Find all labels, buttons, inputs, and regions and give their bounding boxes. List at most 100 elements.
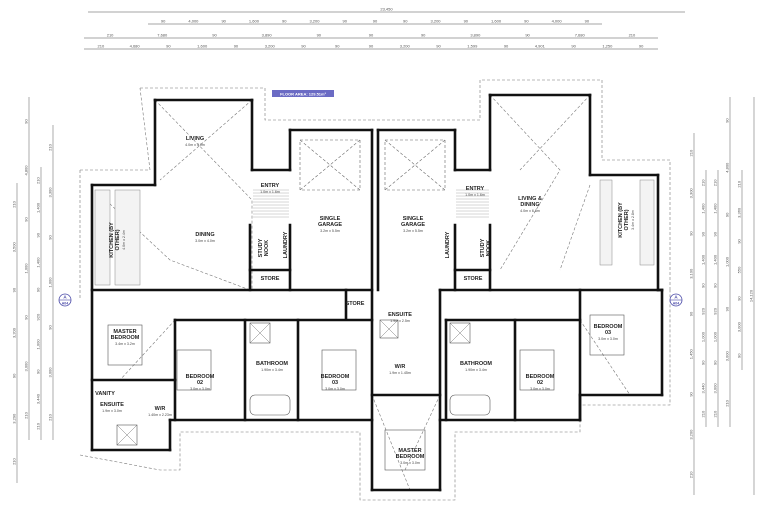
dimension-label: 210 [36,177,41,184]
dimension-label: 90 [713,231,718,236]
room-label: W/R1.9m x 1.45m [389,364,411,375]
dimension-label: 1,250 [602,44,613,49]
dimension-label: 3,200 [309,19,320,24]
room-label: LAUNDRY [283,231,289,258]
dimension-label: 3,360 [737,207,742,218]
dimension-label: 210 [48,413,53,420]
room-name: STORE [261,276,280,282]
dimension-label: 90 [36,369,41,374]
room-name: 03 [605,330,611,336]
dimension-label: 90 [421,33,426,38]
section-marker-right: A A04 [669,293,683,307]
dimension-label: 90 [701,283,706,288]
dimension-label: 1,400 [36,202,41,213]
eave-line [404,394,441,471]
room-name: DINING [520,202,539,208]
dimension-label: 90 [725,118,730,123]
room-name: BEDROOM [526,374,555,380]
room-size: 1.0m x 1.6m [465,193,485,197]
dimension-label: 210 [701,179,706,186]
dimension-label: 210 [12,457,17,464]
dimension-label: 90 [403,19,408,24]
dimension-label: 920 [713,307,718,314]
room-name: BEDROOM [321,374,350,380]
room-size: 3.0m x 3.0m [598,337,618,341]
dimension-label: 1,600 [249,19,260,24]
eave-outlines [79,79,671,501]
room-name: ENSUITE [388,312,412,318]
dimension-label: 90 [504,44,509,49]
bed [384,429,426,471]
dimension-label: 210 [107,33,114,38]
room-name: LAUNDRY [283,231,289,258]
dimension-label: 3,000 [725,351,730,362]
dimension-label: 1,000 [24,263,29,274]
dimension-label: 90 [166,44,171,49]
room-name: 02 [537,380,543,386]
dimension-label: 4,800 [24,165,29,176]
room-size: 1.40m x 2.23m [148,413,172,417]
room-name: KITCHEN (BY [109,222,115,258]
dimension-label: 90 [343,19,348,24]
dimension-label: 90 [737,353,742,358]
floor-area-tag: FLOOR AREA: 129.51m² [272,90,334,97]
room-name: VANITY [95,391,115,397]
room-label: LAUNDRY [445,231,451,258]
svg-text:A: A [674,295,678,300]
room-name: BATHROOM [256,361,288,367]
dimension-label: 210 [689,149,694,156]
room-name: STUDY [258,238,264,257]
bed [519,349,555,391]
room-name: MASTER [398,448,421,454]
dimension-label: 210 [629,33,636,38]
shower [116,424,138,446]
dimension-label: 90 [725,212,730,217]
room-name: NOOK [486,240,492,257]
room-size: 4.0m x 2.4m [122,230,126,250]
dimension-label: 3,890 [262,33,273,38]
room-size: 3.4m x 2.8m [631,210,635,230]
room-name: STUDY [480,238,486,257]
dimension-label: 3,000 [48,367,53,378]
dimension-label: 90 [301,44,306,49]
dimension-label: 90 [161,19,166,24]
dimension-label: 90 [585,19,590,24]
bed [321,349,357,391]
dimension-label: 3,440 [36,393,41,404]
dimension-label: 90 [212,33,217,38]
dimension-label: 210 [737,180,742,187]
dimension-label: 1,400 [701,203,706,214]
room-size: 1.9m x 3.0m [102,409,122,413]
dimension-label: 3,200 [400,44,411,49]
dimension-label: 3,200 [265,44,276,49]
dimension-label: 210 [24,411,29,418]
room-name: BEDROOM [396,454,425,460]
dimension-label: 3,300 [689,188,694,199]
dimension-label: 90 [36,287,41,292]
dimension-label: 90 [525,33,530,38]
room-name: BEDROOM [594,324,623,330]
garage-door-zone [299,139,361,191]
dimension-label: 210 [701,410,706,417]
dimension-label: 1,400 [701,254,706,265]
eave-line [519,94,591,171]
dimension-label: 3,290 [12,413,17,424]
eave-line [79,290,671,501]
room-name: STORE [464,276,483,282]
room-name: BATHROOM [460,361,492,367]
dimension-label: 90 [24,119,29,124]
dimension-label: 4,901 [535,44,546,49]
dimension-label: 3,200 [12,327,17,338]
eave-line [154,99,253,290]
room-name: 03 [332,380,338,386]
dimension-label: 90 [689,231,694,236]
